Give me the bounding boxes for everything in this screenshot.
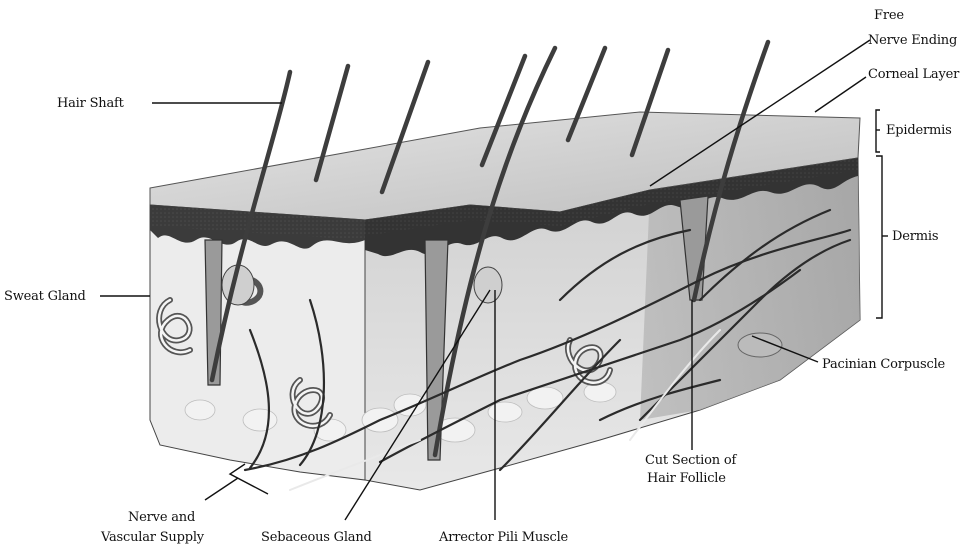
label-epidermis: Epidermis	[886, 123, 952, 138]
label-free-nerve-ending-1: Free	[874, 8, 904, 23]
label-cut-section-1: Cut Section of	[645, 453, 737, 468]
label-arrector-pili: Arrector Pili Muscle	[438, 530, 569, 545]
label-pacinian-corpuscle: Pacinian Corpuscle	[822, 357, 946, 372]
label-dermis: Dermis	[892, 229, 938, 244]
label-nerve-vascular-2: Vascular Supply	[100, 530, 205, 545]
label-hair-shaft: Hair Shaft	[57, 96, 125, 111]
skin-block	[150, 42, 860, 490]
label-nerve-vascular-1: Nerve and	[128, 510, 195, 525]
label-sebaceous-gland: Sebaceous Gland	[261, 530, 372, 545]
label-free-nerve-ending-2: Nerve Ending	[868, 33, 957, 48]
label-cut-section-2: Hair Follicle	[647, 471, 726, 486]
label-corneal-layer: Corneal Layer	[868, 67, 960, 82]
label-sweat-gland: Sweat Gland	[4, 289, 86, 304]
